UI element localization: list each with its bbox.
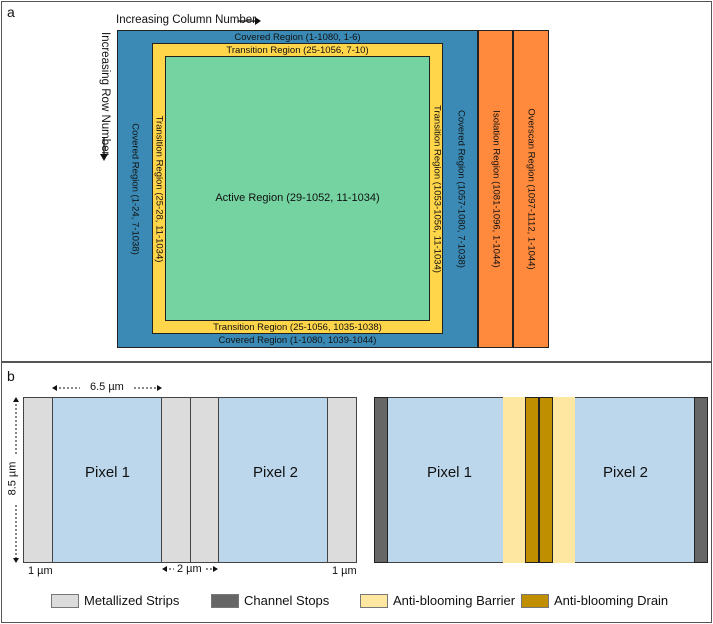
width-dimension-icon [52, 385, 162, 391]
gap-dimension-icon [162, 566, 218, 572]
covered-right-label-wrap: Covered Region (1057-1080, 7-1038) [443, 56, 478, 321]
overscan-region [513, 30, 549, 348]
legend-label-metallized: Metallized Strips [84, 593, 180, 608]
left-pixel-2-label: Pixel 2 [253, 464, 299, 481]
transition-left-label-wrap: Transition Region (25-28, 11-1034) [152, 56, 165, 321]
transition-top-label: Transition Region (25-1056, 7-10) [226, 45, 369, 56]
left-pixel-1-label: Pixel 1 [85, 464, 131, 481]
transition-bottom-label: Transition Region (25-1056, 1035-1038) [213, 322, 382, 333]
right-strip-dimension-label: 1 µm [332, 565, 357, 577]
row-axis-label: Increasing Row Number [99, 32, 111, 156]
covered-right-label: Covered Region (1057-1080, 7-1038) [455, 109, 466, 268]
legend-swatch-metallized [51, 594, 79, 608]
channel-stop-left [374, 397, 388, 563]
right-pixel-1-label: Pixel 1 [427, 464, 473, 481]
isolation-label: Isolation Region (1081-1096, 1-1044) [490, 110, 501, 268]
covered-left-label: Covered Region (1-24, 7-1038) [129, 122, 140, 255]
covered-bottom-label: Covered Region (1-1080, 1039-1044) [218, 335, 377, 346]
pixel-2-area [218, 397, 328, 563]
panel-b: b [1, 362, 712, 623]
anti-blooming-drain-left [525, 397, 539, 563]
row-arrow-icon [100, 138, 108, 161]
covered-left-label-wrap: Covered Region (1-24, 7-1038) [117, 56, 152, 321]
transition-left-label: Transition Region (25-28, 11-1034) [153, 115, 164, 262]
overscan-label-wrap: Overscan Region (1097-1112, 1-1044) [513, 30, 549, 348]
panel-b-label: b [7, 368, 15, 384]
active-region [165, 56, 430, 321]
width-dimension-label: 6.5 µm [90, 381, 124, 393]
pixel-1-area [52, 397, 162, 563]
height-dimension-label: 8.5 µm [6, 461, 19, 496]
transition-right-label-wrap: Transition Region (1053-1056, 11-1034) [430, 56, 443, 321]
isolation-label-wrap: Isolation Region (1081-1096, 1-1044) [478, 30, 513, 348]
overscan-label: Overscan Region (1097-1112, 1-1044) [525, 108, 537, 270]
legend-swatch-barrier [360, 594, 388, 608]
column-axis-label: Increasing Column Number [116, 14, 256, 26]
active-label: Active Region (29-1052, 11-1034) [215, 192, 380, 204]
panel-a-label: a [7, 4, 15, 20]
covered-top-label: Covered Region (1-1080, 1-6) [234, 32, 361, 43]
panel-a: a [1, 1, 712, 362]
legend-swatch-channel-stops [211, 594, 239, 608]
isolation-region [478, 30, 513, 348]
legend-label-barrier: Anti-blooming Barrier [393, 593, 516, 608]
anti-blooming-drain-right [539, 397, 553, 563]
left-strip-dimension-label: 1 µm [28, 565, 53, 577]
transition-right-label: Transition Region (1053-1056, 11-1034) [431, 104, 442, 273]
gap-dimension-label: 2 µm [177, 563, 202, 575]
column-arrow-icon [238, 17, 261, 25]
legend-label-drain: Anti-blooming Drain [554, 593, 669, 608]
channel-stop-right [694, 397, 708, 563]
metallized-strip-middle [190, 397, 191, 563]
height-dimension-icon [13, 397, 19, 563]
right-pixel-2-label: Pixel 2 [603, 464, 649, 481]
legend-label-channel-stops: Channel Stops [244, 593, 330, 608]
legend-swatch-drain [521, 594, 549, 608]
